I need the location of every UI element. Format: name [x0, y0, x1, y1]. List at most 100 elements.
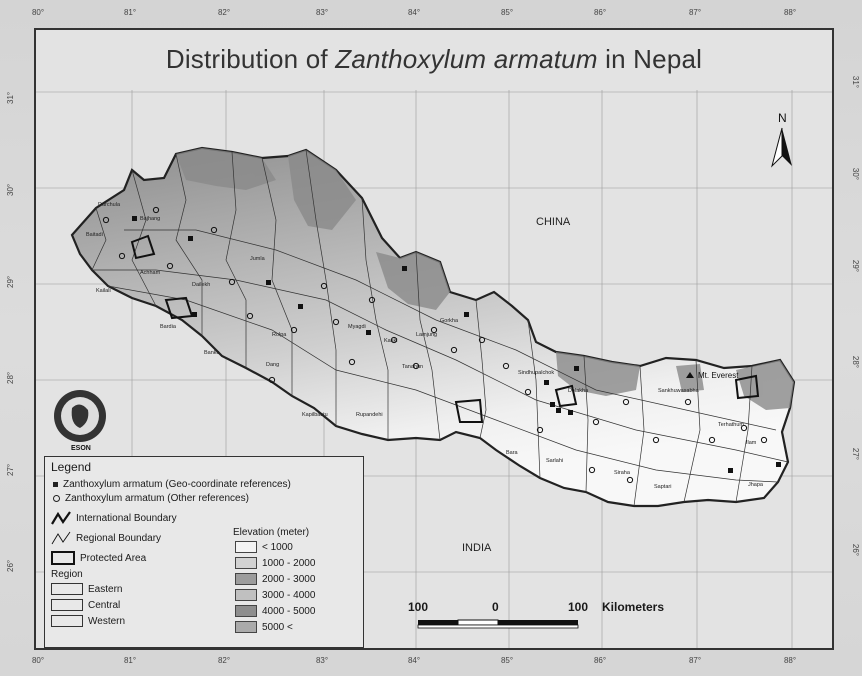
lon-tick: 87°	[688, 656, 702, 665]
other-point	[592, 418, 600, 426]
scale-unit: Kilometers	[602, 600, 665, 614]
other-point	[152, 206, 160, 214]
district-label: Rupandehi	[356, 412, 383, 418]
district-label: Siraha	[614, 470, 631, 476]
elevation-class: 3000 - 4000	[235, 589, 315, 601]
geo-point	[568, 410, 573, 415]
peak-label: Mt. Everest	[698, 371, 739, 380]
legend-region-eastern: Eastern	[51, 583, 122, 595]
logo-label: ESON	[71, 445, 91, 452]
other-point	[450, 346, 458, 354]
geo-point	[728, 468, 733, 473]
other-point	[320, 282, 328, 290]
elevation-swatch	[235, 573, 257, 585]
district-label: Bajhang	[140, 216, 160, 222]
lon-tick: 88°	[783, 8, 797, 17]
district-label: Dolakha	[568, 388, 589, 394]
other-point	[430, 326, 438, 334]
legend-item-label: Zanthoxylum armatum (Other references)	[65, 493, 249, 504]
lon-tick: 80°	[31, 656, 45, 665]
lat-tick: 27°	[6, 463, 15, 476]
lat-tick: 26°	[851, 543, 860, 556]
lon-tick: 82°	[217, 656, 231, 665]
north-arrow: N	[771, 111, 792, 168]
lat-tick: 29°	[6, 275, 15, 288]
elevation-title-text: Elevation (meter)	[233, 527, 310, 538]
geo-point	[776, 462, 781, 467]
country-label-india: INDIA	[462, 542, 492, 554]
other-point	[622, 398, 630, 406]
elevation-label: < 1000	[262, 541, 293, 553]
district-label: Kaski	[384, 338, 397, 344]
district-label: Jumla	[250, 256, 266, 262]
mt-everest-marker: Mt. Everest	[686, 371, 739, 380]
district-label: Banke	[204, 350, 220, 356]
district-label: Kailali	[96, 288, 111, 294]
international-boundary-icon	[51, 511, 71, 525]
lon-tick: 81°	[123, 8, 137, 17]
district-label: Rolpa	[272, 332, 287, 338]
legend-item-label: Zanthoxylum armatum (Geo-coordinate refe…	[63, 479, 291, 490]
other-point	[268, 376, 276, 384]
district-label: Bardia	[160, 324, 177, 330]
other-point	[740, 424, 748, 432]
geo-point	[550, 402, 555, 407]
elevation-label: 2000 - 3000	[262, 573, 316, 585]
other-point	[102, 216, 110, 224]
other-point	[760, 436, 768, 444]
other-point	[332, 318, 340, 326]
elevation-swatch	[235, 589, 257, 601]
district-label: Bara	[506, 450, 519, 456]
lon-tick: 84°	[407, 656, 421, 665]
other-point	[626, 476, 634, 484]
legend: Legend Zanthoxylum armatum (Geo-coordina…	[44, 456, 364, 648]
elevation-swatch	[235, 605, 257, 617]
district-label: Darchula	[98, 202, 121, 208]
geo-point	[298, 304, 303, 309]
legend-region-western: Western	[51, 615, 125, 627]
elevation-swatch	[235, 541, 257, 553]
map-frame: Distribution of Zanthoxylum armatum in N…	[34, 28, 834, 650]
district-label: Jhapa	[748, 482, 764, 488]
geo-point	[556, 408, 561, 413]
elevation-label: 3000 - 4000	[262, 589, 316, 601]
elevation-label: 1000 - 2000	[262, 557, 316, 569]
district-label: Sindhupalchok	[518, 370, 554, 376]
legend-region-central: Central	[51, 599, 120, 611]
district-label: Lamjung	[416, 332, 437, 338]
elevation-label: 4000 - 5000	[262, 605, 316, 617]
lon-tick: 87°	[688, 8, 702, 17]
lon-tick: 85°	[500, 8, 514, 17]
other-point	[166, 262, 174, 270]
region-swatch	[51, 583, 83, 595]
geo-point	[574, 366, 579, 371]
district-label: Terhathum	[718, 422, 744, 428]
lat-tick: 30°	[6, 183, 15, 196]
geo-point	[188, 236, 193, 241]
lon-tick: 80°	[31, 8, 45, 17]
district-label: Sankhuwasabha	[658, 388, 700, 394]
other-point	[684, 398, 692, 406]
legend-regional-boundary: Regional Boundary	[51, 531, 161, 545]
region-swatch	[51, 615, 83, 627]
elevation-label: 5000 <	[262, 621, 293, 633]
lon-tick: 86°	[593, 8, 607, 17]
lon-tick: 81°	[123, 656, 137, 665]
protected-area-icon	[51, 551, 75, 565]
map-title: Distribution of Zanthoxylum armatum in N…	[36, 44, 832, 75]
legend-title: Legend	[51, 460, 92, 474]
legend-item-other: Zanthoxylum armatum (Other references)	[53, 493, 249, 504]
region-label: Eastern	[88, 583, 123, 595]
lat-tick: 30°	[851, 167, 860, 180]
elevation-title: Elevation (meter)	[233, 527, 309, 538]
geo-point	[402, 266, 407, 271]
legend-boundary-label: International Boundary	[76, 512, 177, 524]
square-symbol-icon	[53, 482, 58, 487]
lon-tick: 83°	[315, 656, 329, 665]
lon-tick: 82°	[217, 8, 231, 17]
legend-region-title: Region	[51, 569, 83, 580]
district-label: Saptari	[654, 484, 671, 490]
district-label: Baitadi	[86, 232, 103, 238]
elevation-swatch	[235, 621, 257, 633]
district-label: Achham	[140, 270, 161, 276]
